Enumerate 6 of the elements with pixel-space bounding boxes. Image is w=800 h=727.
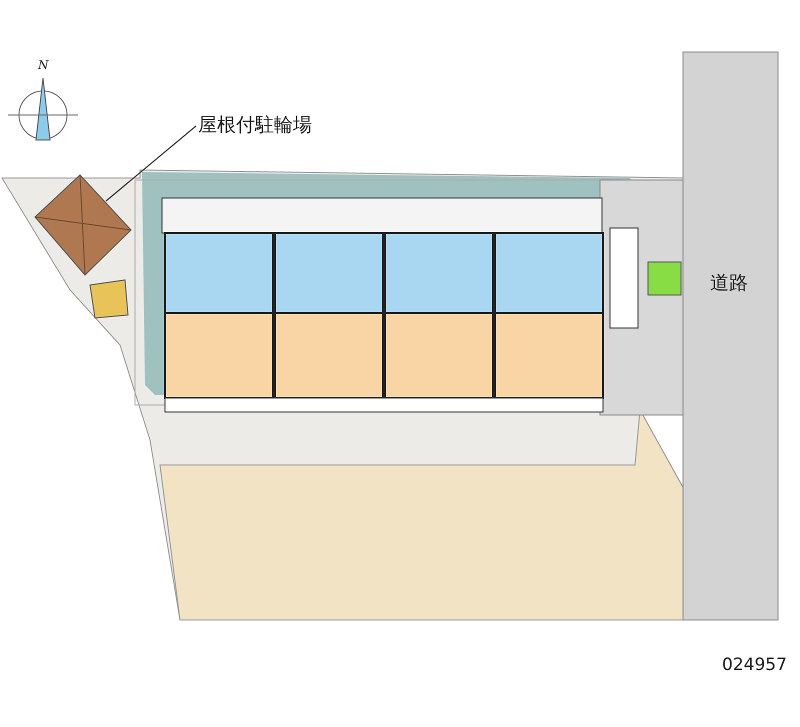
bicycle-shed-roof <box>33 173 133 277</box>
property-number: 024957 <box>722 655 787 675</box>
callout-label: 屋根付駐輪場 <box>198 112 312 138</box>
road-label: 道路 <box>710 271 748 296</box>
north-label: N <box>38 58 48 72</box>
leader-line <box>106 126 196 202</box>
